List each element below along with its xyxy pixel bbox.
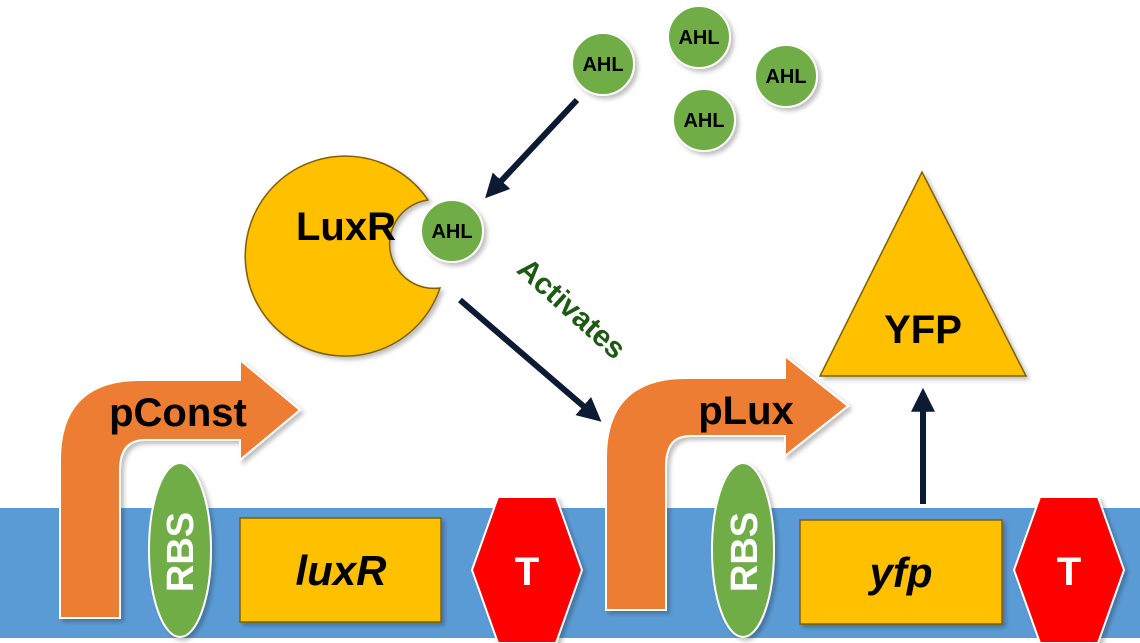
luxr-protein <box>244 155 442 357</box>
ahl-molecule-1: AHL <box>571 32 635 96</box>
terminator-2 <box>1012 496 1126 643</box>
pconst-promoter-arrow <box>59 357 302 619</box>
svg-text:AHL: AHL <box>765 66 806 88</box>
luxr-gene <box>239 517 442 623</box>
ahl-molecule-bound: AHL <box>420 199 484 263</box>
rbs-2-label: RBS <box>724 512 766 592</box>
ahl-molecule-2: AHL <box>667 5 731 69</box>
luxr-protein-label: LuxR <box>296 205 396 249</box>
yfp-protein-label: YFP <box>884 308 962 352</box>
svg-text:AHL: AHL <box>678 27 719 49</box>
plux-promoter-arrow <box>605 353 850 611</box>
terminator-2-label: T <box>1057 550 1081 594</box>
yfp-gene-label: yfp <box>868 549 933 596</box>
rbs-1-label: RBS <box>160 512 202 592</box>
rbs-1 <box>148 462 212 638</box>
ahl-molecule-3: AHL <box>754 44 818 108</box>
svg-text:AHL: AHL <box>431 221 472 243</box>
binding-arrow <box>485 97 580 199</box>
terminator-1-label: T <box>515 550 539 594</box>
luxr-gene-label: luxR <box>295 547 387 594</box>
activation-arrow <box>458 297 602 422</box>
rbs-2 <box>711 462 775 638</box>
yfp-gene <box>799 519 1003 625</box>
svg-text:AHL: AHL <box>683 110 724 132</box>
terminator-1 <box>470 496 584 643</box>
plux-label: pLux <box>698 389 794 433</box>
ahl-molecule-4: AHL <box>672 88 736 152</box>
yfp-protein-triangle <box>818 170 1028 377</box>
svg-text:AHL: AHL <box>582 54 623 76</box>
pconst-label: pConst <box>109 391 247 435</box>
activates-label: Activates <box>511 252 632 366</box>
